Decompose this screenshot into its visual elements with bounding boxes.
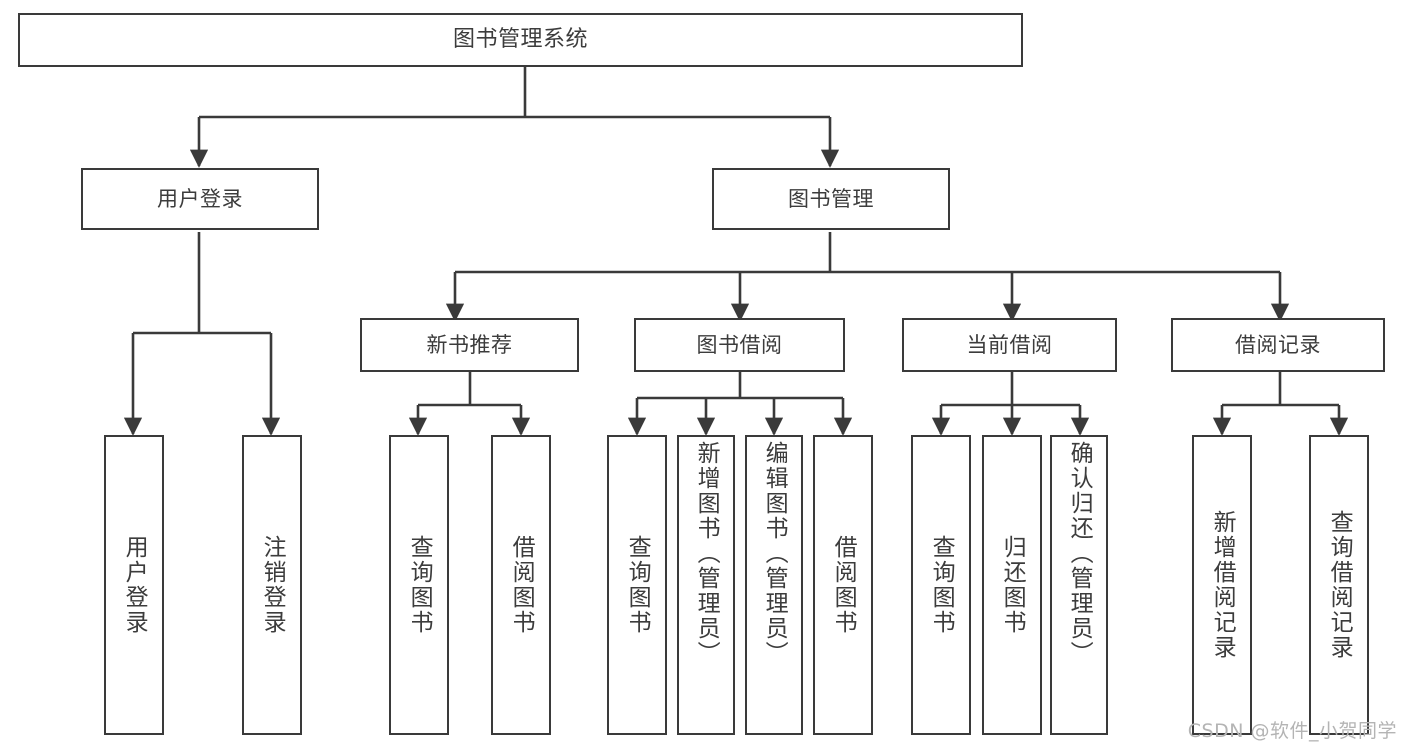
node-label: 用户登录 bbox=[121, 535, 148, 635]
node-root-system[interactable]: 图书管理系统 bbox=[18, 13, 1023, 67]
node-label: 查询借阅记录 bbox=[1326, 510, 1353, 660]
leaf-user-login[interactable]: 用户登录 bbox=[104, 435, 164, 735]
leaf-edit-book-admin[interactable]: 编辑图书（管理员） bbox=[745, 435, 803, 735]
node-label: 编辑图书（管理员） bbox=[761, 441, 788, 666]
node-label: 图书借阅 bbox=[696, 332, 783, 357]
node-label: 用户登录 bbox=[157, 186, 243, 211]
node-label: 查询图书 bbox=[624, 535, 651, 635]
node-borrow-record[interactable]: 借阅记录 bbox=[1171, 318, 1385, 372]
node-label: 新书推荐 bbox=[426, 332, 513, 357]
node-book-management[interactable]: 图书管理 bbox=[712, 168, 950, 230]
leaf-borrow-book-recommend[interactable]: 借阅图书 bbox=[491, 435, 551, 735]
node-label: 查询图书 bbox=[406, 535, 433, 635]
leaf-return-book[interactable]: 归还图书 bbox=[982, 435, 1042, 735]
node-label: 当前借阅 bbox=[966, 332, 1053, 357]
leaf-add-borrow-record[interactable]: 新增借阅记录 bbox=[1192, 435, 1252, 735]
node-label: 确认归还（管理员） bbox=[1066, 441, 1093, 666]
node-label: 图书管理 bbox=[788, 186, 874, 211]
node-user-login[interactable]: 用户登录 bbox=[81, 168, 319, 230]
leaf-query-book-current[interactable]: 查询图书 bbox=[911, 435, 971, 735]
node-label: 借阅图书 bbox=[830, 535, 857, 635]
node-label: 借阅图书 bbox=[508, 535, 535, 635]
watermark-text: CSDN @软件_小贺同学 bbox=[1187, 720, 1397, 742]
leaf-user-logout[interactable]: 注销登录 bbox=[242, 435, 302, 735]
leaf-query-book-borrow[interactable]: 查询图书 bbox=[607, 435, 667, 735]
node-label: 归还图书 bbox=[999, 535, 1026, 635]
node-book-borrow[interactable]: 图书借阅 bbox=[634, 318, 845, 372]
leaf-add-book-admin[interactable]: 新增图书（管理员） bbox=[677, 435, 735, 735]
node-new-book-recommend[interactable]: 新书推荐 bbox=[360, 318, 579, 372]
leaf-confirm-return-admin[interactable]: 确认归还（管理员） bbox=[1050, 435, 1108, 735]
node-label: 借阅记录 bbox=[1235, 332, 1321, 357]
leaf-borrow-book[interactable]: 借阅图书 bbox=[813, 435, 873, 735]
node-label: 查询图书 bbox=[928, 535, 955, 635]
node-label: 注销登录 bbox=[259, 535, 286, 635]
leaf-query-book-recommend[interactable]: 查询图书 bbox=[389, 435, 449, 735]
node-label: 图书管理系统 bbox=[452, 27, 588, 53]
node-label: 新增借阅记录 bbox=[1209, 510, 1236, 660]
node-label: 新增图书（管理员） bbox=[693, 441, 720, 666]
leaf-query-borrow-record[interactable]: 查询借阅记录 bbox=[1309, 435, 1369, 735]
node-current-borrow[interactable]: 当前借阅 bbox=[902, 318, 1117, 372]
